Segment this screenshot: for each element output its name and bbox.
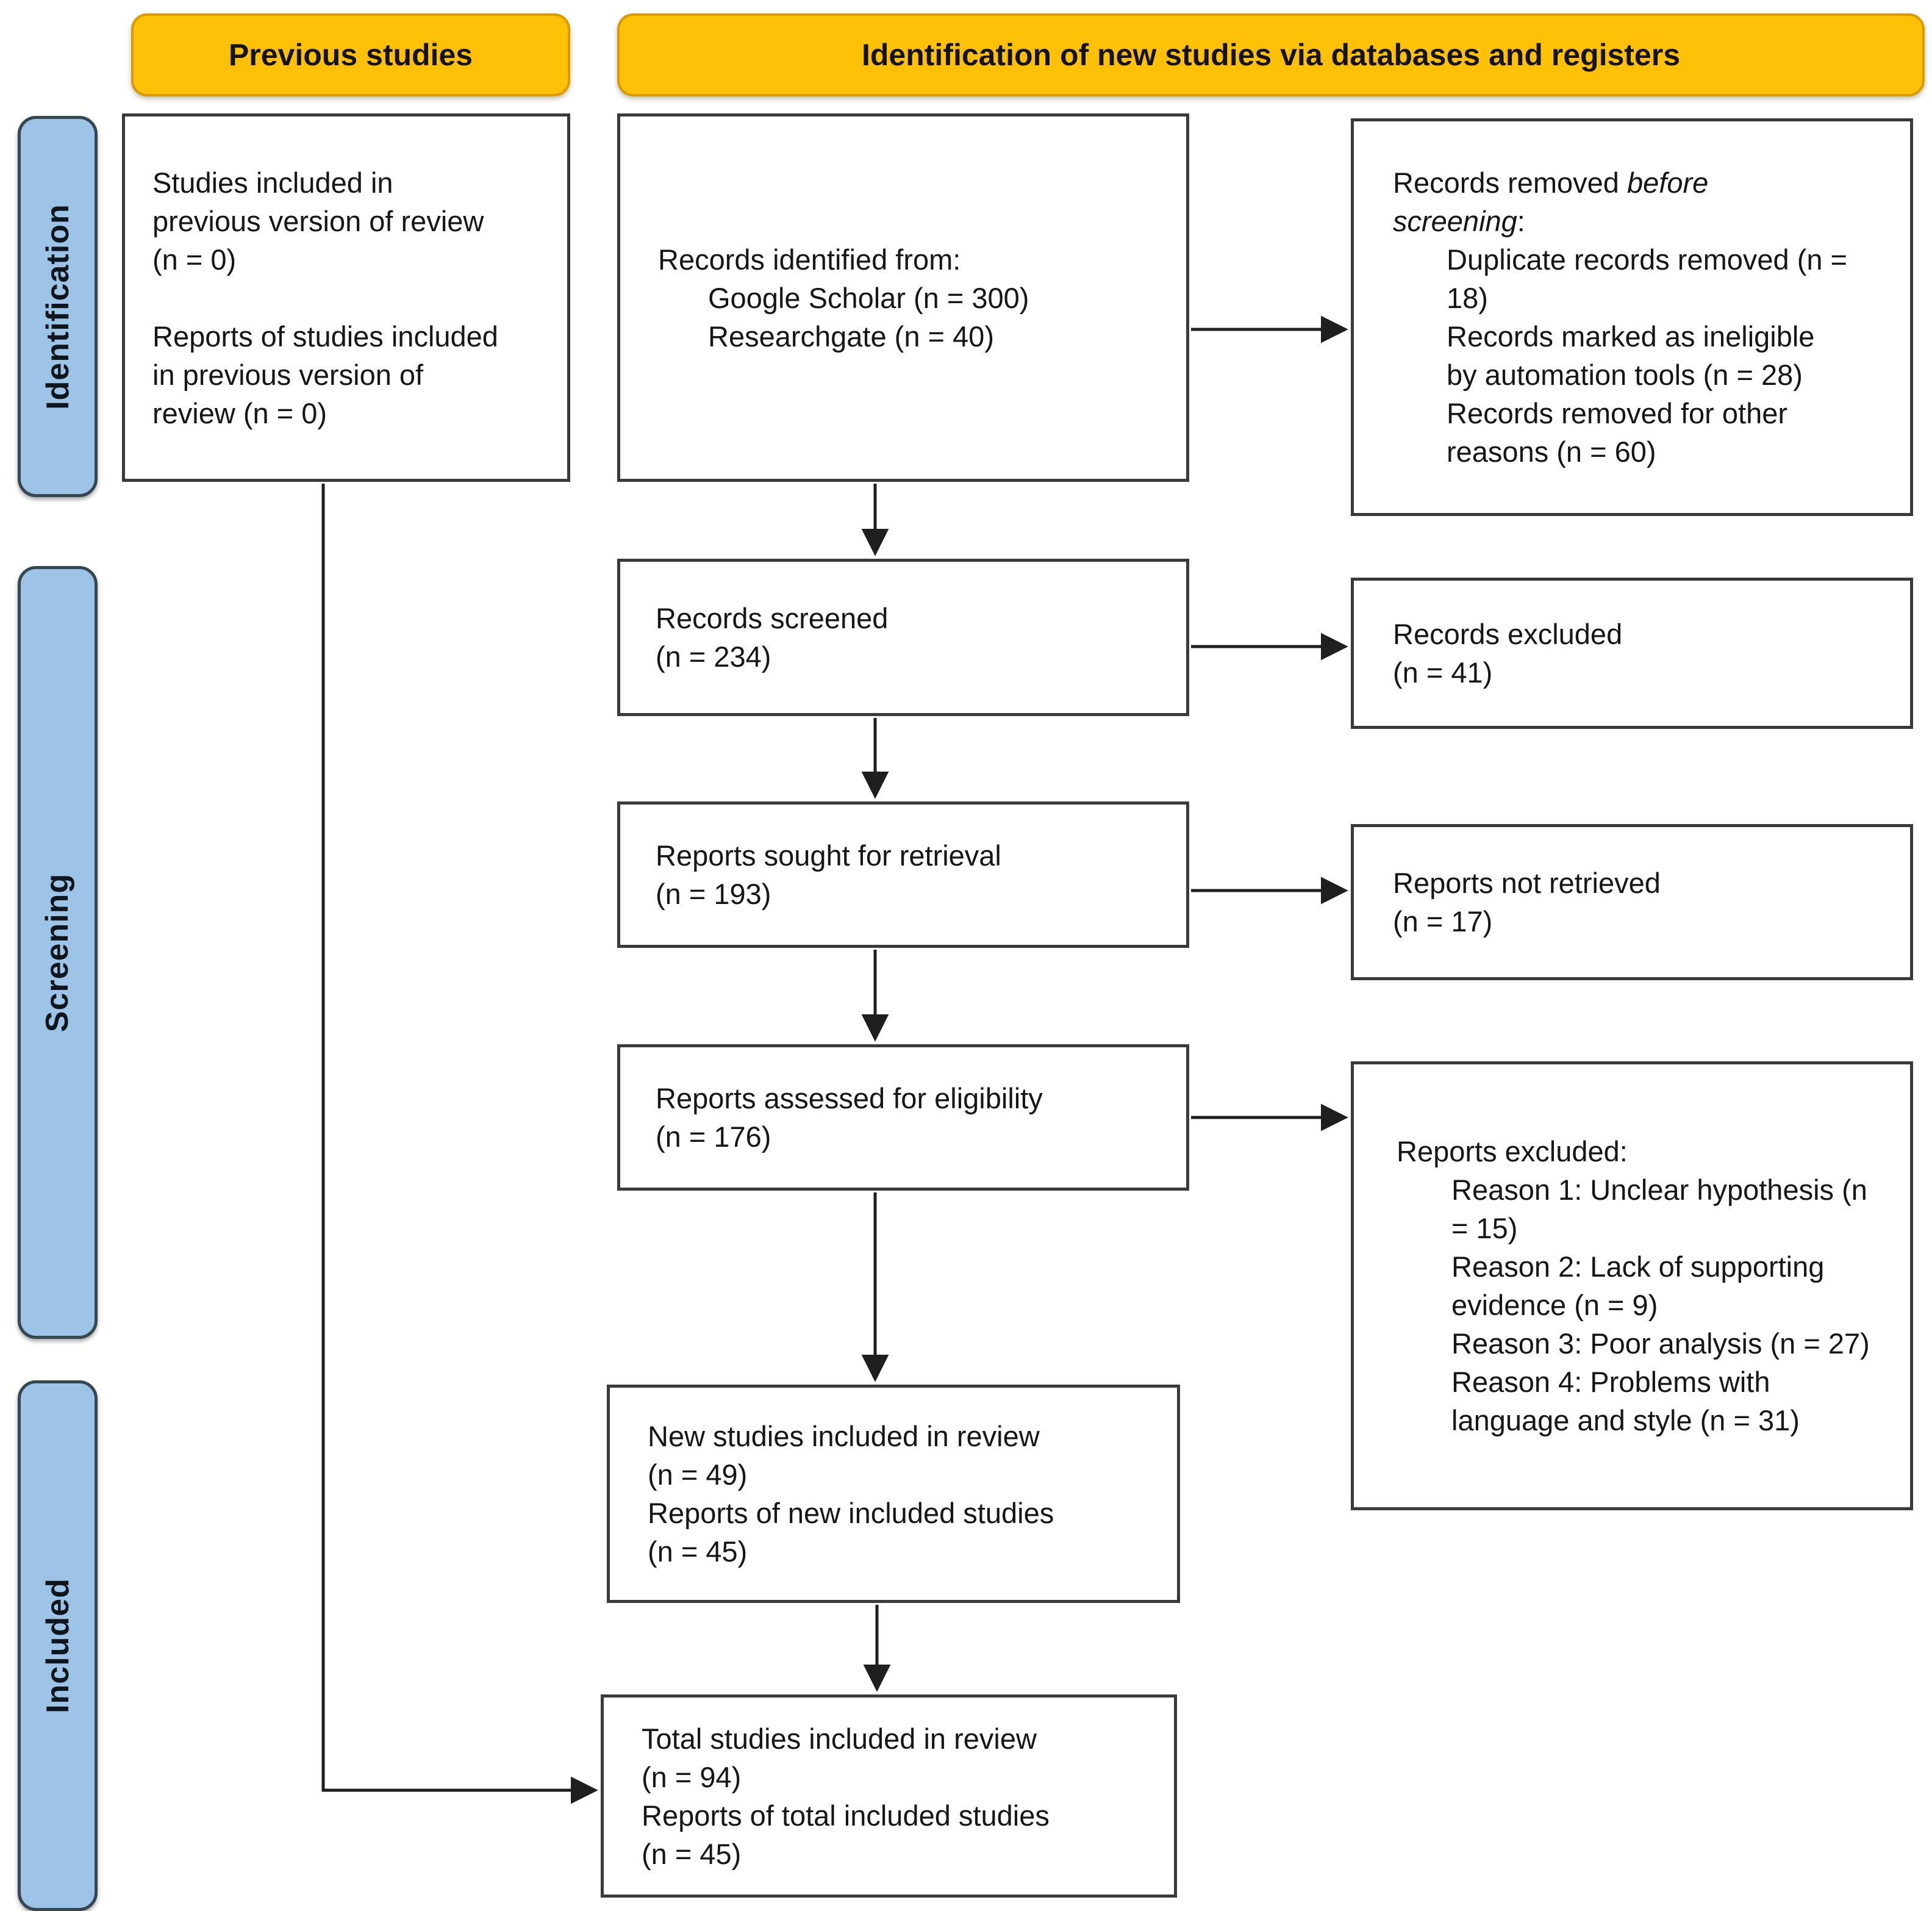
reports-not-retrieved-count: (n = 17) <box>1393 905 1493 938</box>
records-removed-title: Records removed before screening: <box>1393 163 1823 240</box>
reports-assessed-label: Reports assessed for eligibility <box>656 1082 1043 1114</box>
reports-not-retrieved-label: Reports not retrieved <box>1393 867 1661 899</box>
records-identified-source-researchgate: Researchgate (n = 40) <box>708 320 994 353</box>
reports-excluded-reason-4: Reason 4: Problems with language and sty… <box>1451 1366 1800 1436</box>
box-reports-excluded: Reports excluded: Reason 1: Unclear hypo… <box>1351 1061 1913 1510</box>
box-reports-not-retrieved: Reports not retrieved (n = 17) <box>1351 824 1913 980</box>
reports-assessed-count: (n = 176) <box>656 1120 771 1153</box>
arrow-previous-to-total <box>321 484 598 1804</box>
total-studies-label: Total studies included in review <box>642 1722 1037 1755</box>
column-header-new-studies: Identification of new studies via databa… <box>617 13 1925 96</box>
box-records-excluded: Records excluded (n = 41) <box>1351 578 1913 729</box>
records-removed-item-other: Records removed for other reasons (n = 6… <box>1447 397 1788 468</box>
stage-label-screening: Screening <box>18 566 98 1339</box>
reports-excluded-reason-1: Reason 1: Unclear hypothesis (n = 15) <box>1451 1174 1867 1244</box>
records-screened-count: (n = 234) <box>656 640 771 673</box>
box-new-studies-included: New studies included in review (n = 49) … <box>607 1385 1180 1603</box>
total-studies-reports-count: (n = 45) <box>642 1837 742 1870</box>
stage-label-identification: Identification <box>18 116 98 497</box>
previous-studies-para1: Studies included in previous version of … <box>152 166 484 276</box>
box-reports-sought: Reports sought for retrieval (n = 193) <box>617 801 1189 948</box>
total-studies-count: (n = 94) <box>642 1760 742 1793</box>
new-studies-count: (n = 49) <box>648 1458 748 1491</box>
records-removed-title-suffix: : <box>1517 205 1525 237</box>
records-removed-title-italic: before screening <box>1393 167 1709 237</box>
reports-excluded-reason-2: Reason 2: Lack of supporting evidence (n… <box>1451 1250 1825 1321</box>
column-header-new-studies-label: Identification of new studies via databa… <box>861 38 1681 72</box>
stage-label-identification-text: Identification <box>40 203 76 410</box>
records-identified-source-google-scholar: Google Scholar (n = 300) <box>708 281 1029 314</box>
new-studies-reports-count: (n = 45) <box>648 1535 748 1568</box>
box-reports-assessed: Reports assessed for eligibility (n = 17… <box>617 1044 1189 1191</box>
column-header-previous-studies-label: Previous studies <box>228 38 473 72</box>
box-total-studies-included: Total studies included in review (n = 94… <box>601 1694 1177 1898</box>
new-studies-reports-label: Reports of new included studies <box>648 1497 1054 1529</box>
previous-studies-para2: Reports of studies included in previous … <box>152 320 498 429</box>
records-removed-item-automation: Records marked as ineligible by automati… <box>1447 320 1815 391</box>
box-records-screened: Records screened (n = 234) <box>617 559 1189 716</box>
total-studies-reports-label: Reports of total included studies <box>642 1799 1050 1832</box>
records-removed-title-prefix: Records removed <box>1393 167 1627 199</box>
reports-excluded-reason-3: Reason 3: Poor analysis (n = 27) <box>1451 1327 1870 1360</box>
stage-label-screening-text: Screening <box>40 873 76 1032</box>
reports-excluded-title: Reports excluded: <box>1397 1135 1628 1167</box>
stage-label-included: Included <box>18 1380 98 1911</box>
reports-sought-label: Reports sought for retrieval <box>656 839 1001 872</box>
records-identified-title: Records identified from: <box>658 243 961 276</box>
box-records-removed: Records removed before screening: Duplic… <box>1351 118 1913 516</box>
records-excluded-label: Records excluded <box>1393 618 1623 650</box>
reports-sought-count: (n = 193) <box>656 878 771 910</box>
new-studies-label: New studies included in review <box>648 1420 1040 1452</box>
stage-label-included-text: Included <box>40 1578 76 1713</box>
box-previous-studies: Studies included in previous version of … <box>122 113 570 482</box>
records-screened-label: Records screened <box>656 602 889 634</box>
records-removed-item-duplicates: Duplicate records removed (n = 18) <box>1447 243 1847 314</box>
box-records-identified: Records identified from: Google Scholar … <box>617 113 1189 482</box>
column-header-previous-studies: Previous studies <box>131 13 570 96</box>
records-excluded-count: (n = 41) <box>1393 656 1493 689</box>
